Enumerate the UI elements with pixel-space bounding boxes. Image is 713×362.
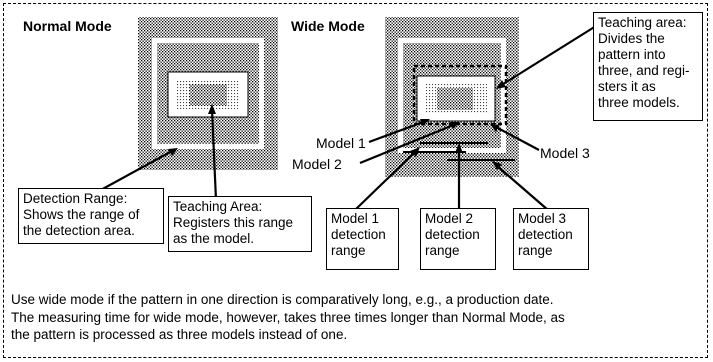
callout-line: Model 2 <box>425 211 474 226</box>
model-1-label: Model 1 <box>316 135 366 151</box>
callout-line: detection <box>425 227 480 242</box>
callout-line: Divides the <box>598 31 665 46</box>
normal-mode-pattern <box>138 17 278 170</box>
model-2-label: Model 2 <box>292 156 342 172</box>
callout-line: Registers this range <box>173 215 294 230</box>
footer-note: Use wide mode if the pattern in one dire… <box>11 291 701 344</box>
footer-line: The measuring time for wide mode, howeve… <box>11 309 565 325</box>
wide-mode-title: Wide Mode <box>291 18 365 34</box>
callout-line: range <box>518 243 553 258</box>
callout-line: detection <box>518 227 573 242</box>
model-1-detection-callout: Model 1 detection range <box>326 208 399 270</box>
model-3-detection-callout: Model 3 detection range <box>513 208 589 270</box>
model-2-detection-callout: Model 2 detection range <box>420 208 496 270</box>
detection-range-callout: Detection Range: Shows the range of the … <box>18 188 164 244</box>
callout-line: pattern into <box>598 47 666 62</box>
callout-line: Model 3 <box>518 211 567 226</box>
pointer-arrows <box>76 25 597 211</box>
callout-line: Teaching area: <box>598 15 687 30</box>
footer-line: the pattern is processed as three models… <box>11 327 348 342</box>
wide-mode-pattern <box>385 17 519 177</box>
normal-mode-title: Normal Mode <box>23 18 112 34</box>
callout-line: three models. <box>598 95 680 110</box>
callout-line: detection <box>331 227 386 242</box>
callout-line: the detection area. <box>23 223 135 238</box>
callout-line: Detection Range: <box>23 191 128 206</box>
callout-line: range <box>331 243 366 258</box>
model-3-label: Model 3 <box>540 145 590 161</box>
callout-line: range <box>425 243 460 258</box>
callout-line: Model 1 <box>331 211 380 226</box>
callout-line: as the model. <box>173 231 255 246</box>
wide-teaching-area-callout: Teaching area: Divides the pattern into … <box>593 12 703 121</box>
figure-border <box>3 3 708 358</box>
callout-line: Shows the range of <box>23 207 140 222</box>
teaching-area-callout: Teaching Area: Registers this range as t… <box>168 196 312 252</box>
callout-line: Teaching Area: <box>173 199 263 214</box>
callout-line: sters it as <box>598 79 656 94</box>
callout-line: three, and regi- <box>598 63 690 78</box>
footer-line: Use wide mode if the pattern in one dire… <box>11 292 554 307</box>
